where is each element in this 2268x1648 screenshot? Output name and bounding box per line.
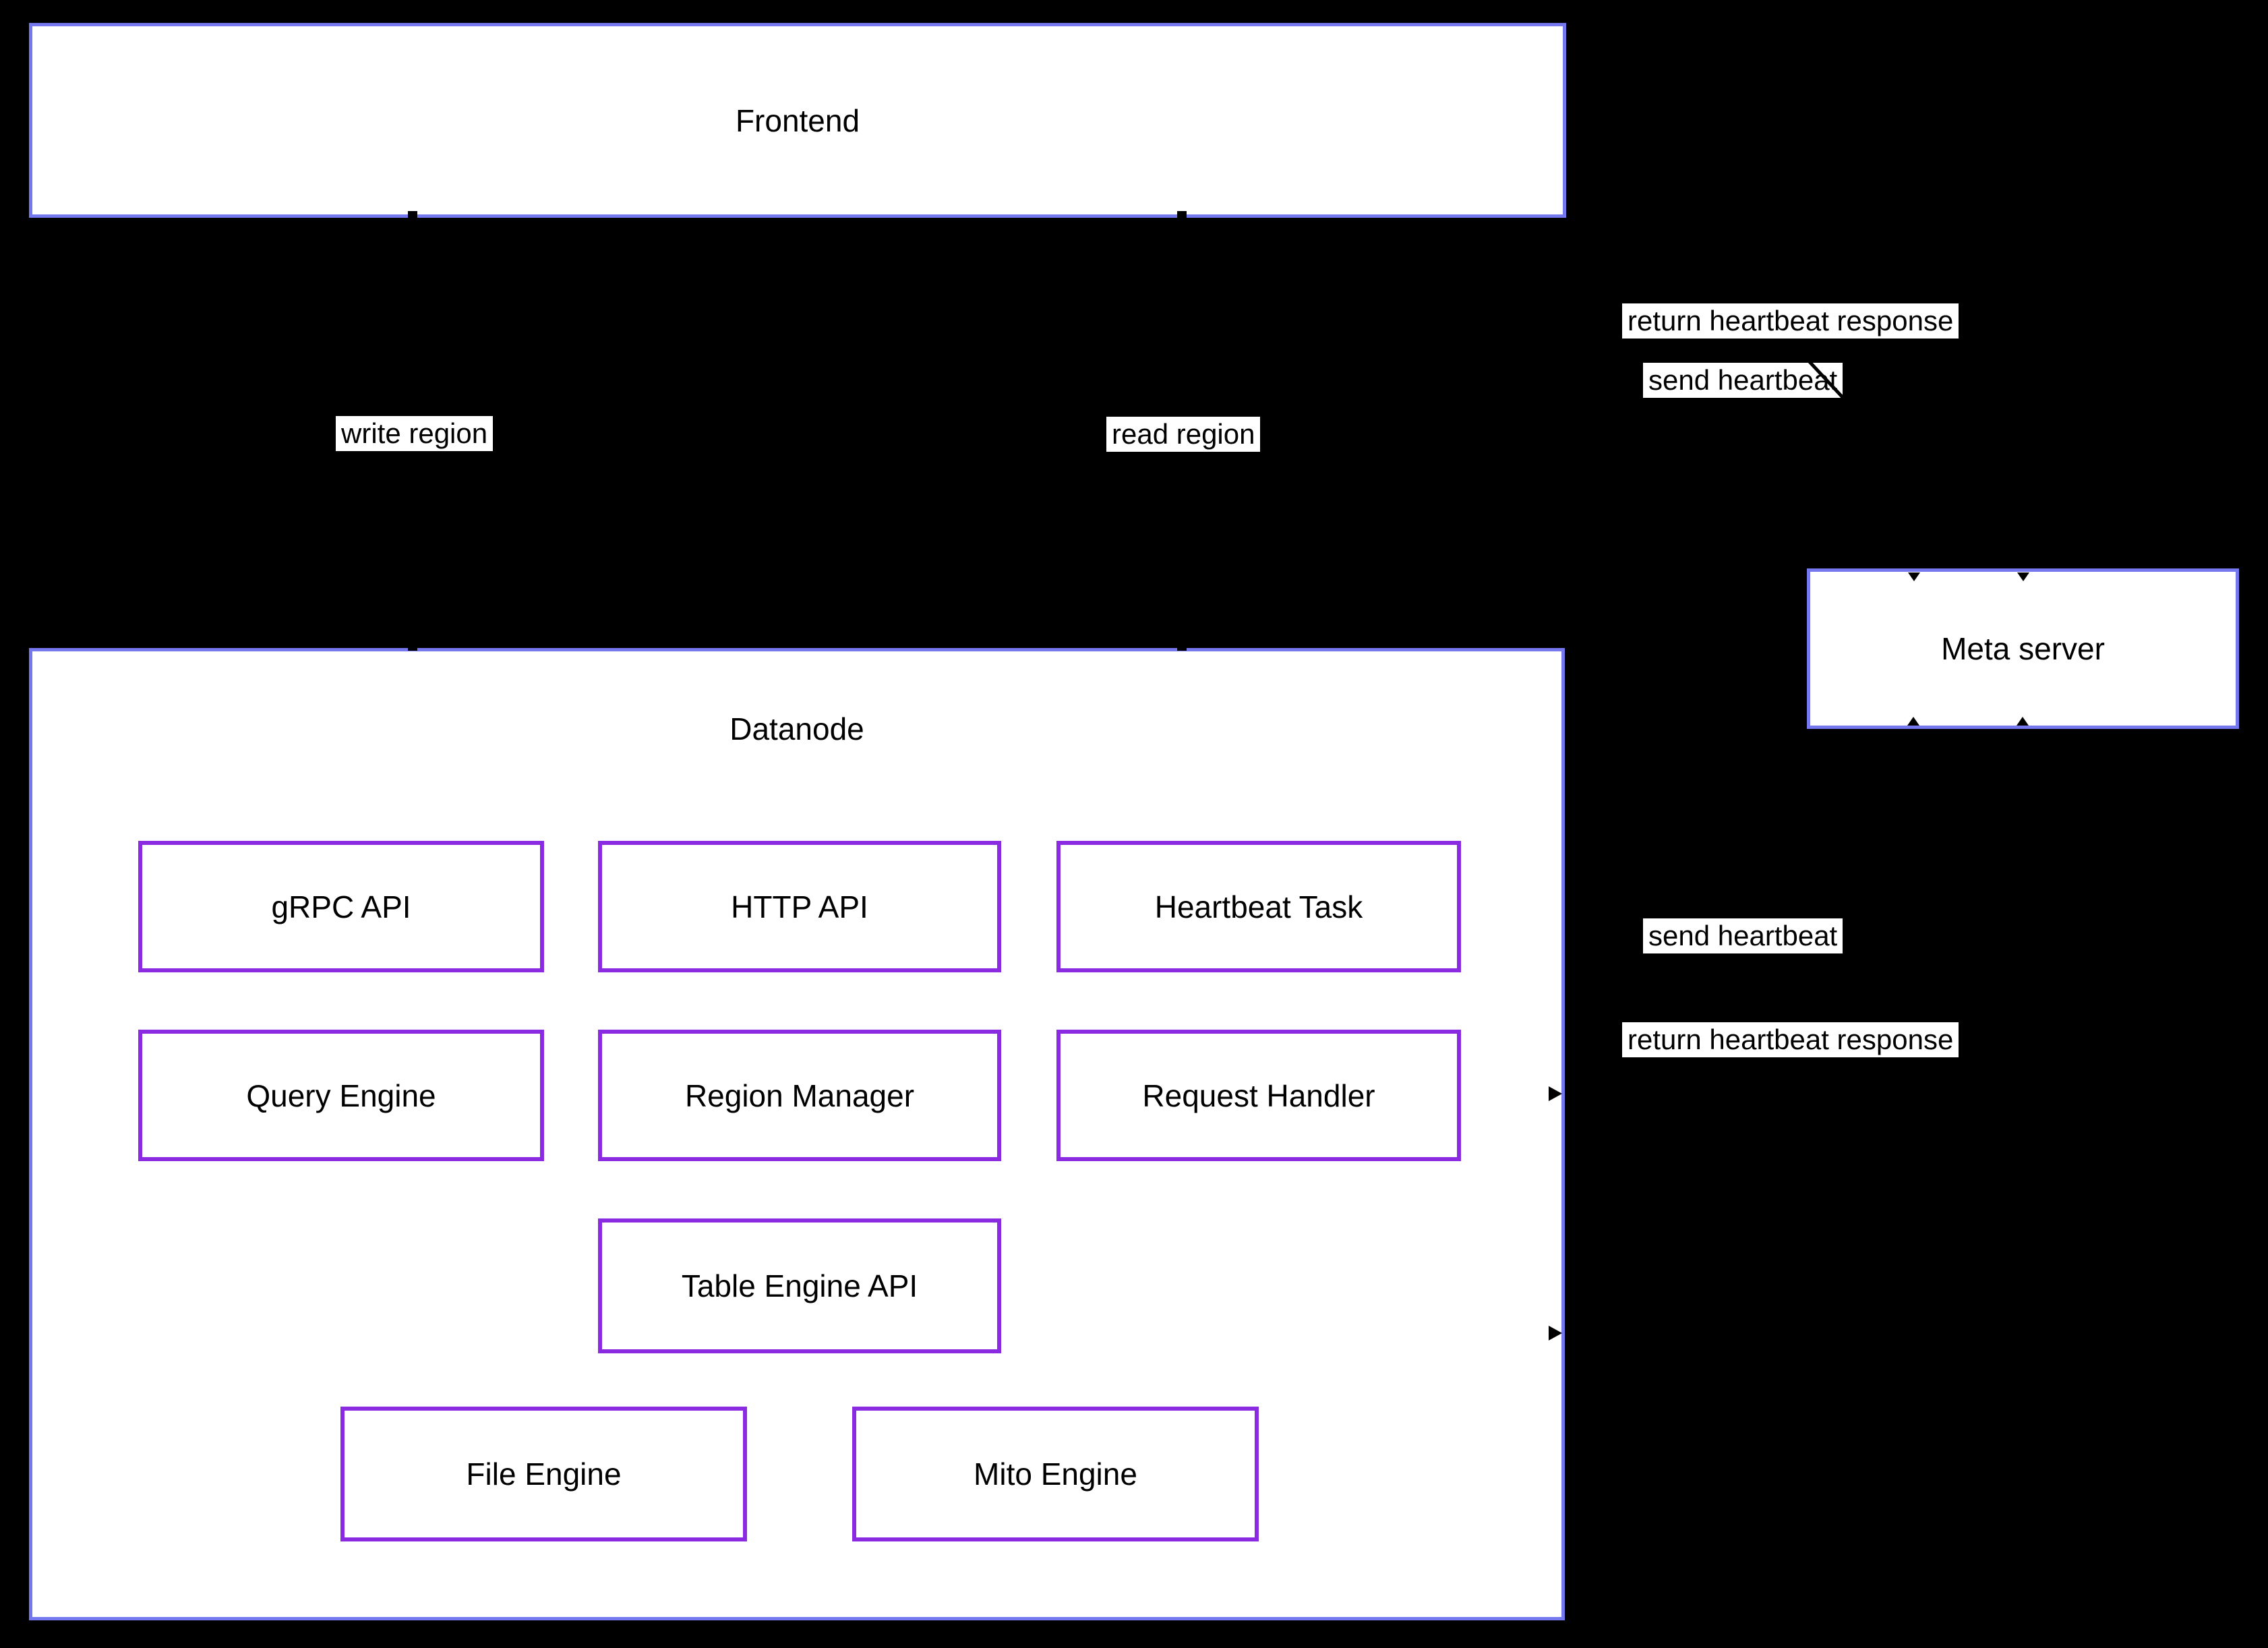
node-http-api-label: HTTP API (731, 889, 868, 924)
datanode-box: Datanode gRPC API HTTP API Heartbeat Tas… (29, 648, 1565, 1620)
node-file-engine: File Engine (340, 1407, 747, 1541)
node-grpc-api-label: gRPC API (271, 889, 411, 924)
frontend-box: Frontend (29, 23, 1566, 218)
node-region-manager: Region Manager (598, 1030, 1001, 1161)
node-query-engine-label: Query Engine (246, 1078, 436, 1113)
node-grpc-api: gRPC API (138, 841, 544, 972)
node-heartbeat-task-label: Heartbeat Task (1154, 889, 1363, 924)
arrowhead-datanode-right-lower (1549, 1326, 1562, 1341)
node-request-handler: Request Handler (1056, 1030, 1461, 1161)
edge-stub-frontend-write (408, 211, 417, 218)
meta-server-box: Meta server (1807, 568, 2239, 729)
node-mito-engine: Mito Engine (852, 1407, 1259, 1541)
node-table-engine-api: Table Engine API (598, 1218, 1001, 1353)
edge-label-return-heartbeat-frontend: return heartbeat response (1622, 303, 1959, 339)
node-file-engine-label: File Engine (466, 1456, 622, 1492)
node-mito-engine-label: Mito Engine (974, 1456, 1137, 1492)
edge-label-send-heartbeat-datanode: send heartbeat (1643, 918, 1843, 953)
node-http-api: HTTP API (598, 841, 1001, 972)
arrowhead-datanode-right-upper (1549, 1086, 1562, 1101)
node-request-handler-label: Request Handler (1142, 1078, 1375, 1113)
arrowhead-meta-bottom-left (1907, 717, 1919, 726)
arrowhead-meta-top-right (2017, 572, 2029, 581)
edge-label-read-region: read region (1106, 417, 1261, 452)
frontend-title: Frontend (735, 102, 860, 138)
node-heartbeat-task: Heartbeat Task (1056, 841, 1461, 972)
meta-server-title: Meta server (1941, 631, 2105, 666)
arrowhead-meta-top-left (1908, 572, 1920, 581)
arrowhead-datanode-read (1177, 644, 1187, 651)
node-table-engine-api-label: Table Engine API (681, 1268, 918, 1303)
node-query-engine: Query Engine (138, 1030, 544, 1161)
node-region-manager-label: Region Manager (684, 1078, 915, 1113)
edge-stub-frontend-read (1177, 211, 1187, 218)
edge-label-write-region: write region (336, 416, 494, 451)
arrowhead-datanode-write (408, 644, 417, 651)
datanode-title: Datanode (729, 711, 864, 746)
edge-label-send-heartbeat-frontend-text: send heartbeat (1648, 364, 1838, 396)
arrowhead-meta-bottom-right (2017, 717, 2029, 726)
edge-label-return-heartbeat-datanode: return heartbeat response (1622, 1022, 1959, 1057)
edge-label-send-heartbeat-frontend: send heartbeat (1643, 363, 1843, 398)
